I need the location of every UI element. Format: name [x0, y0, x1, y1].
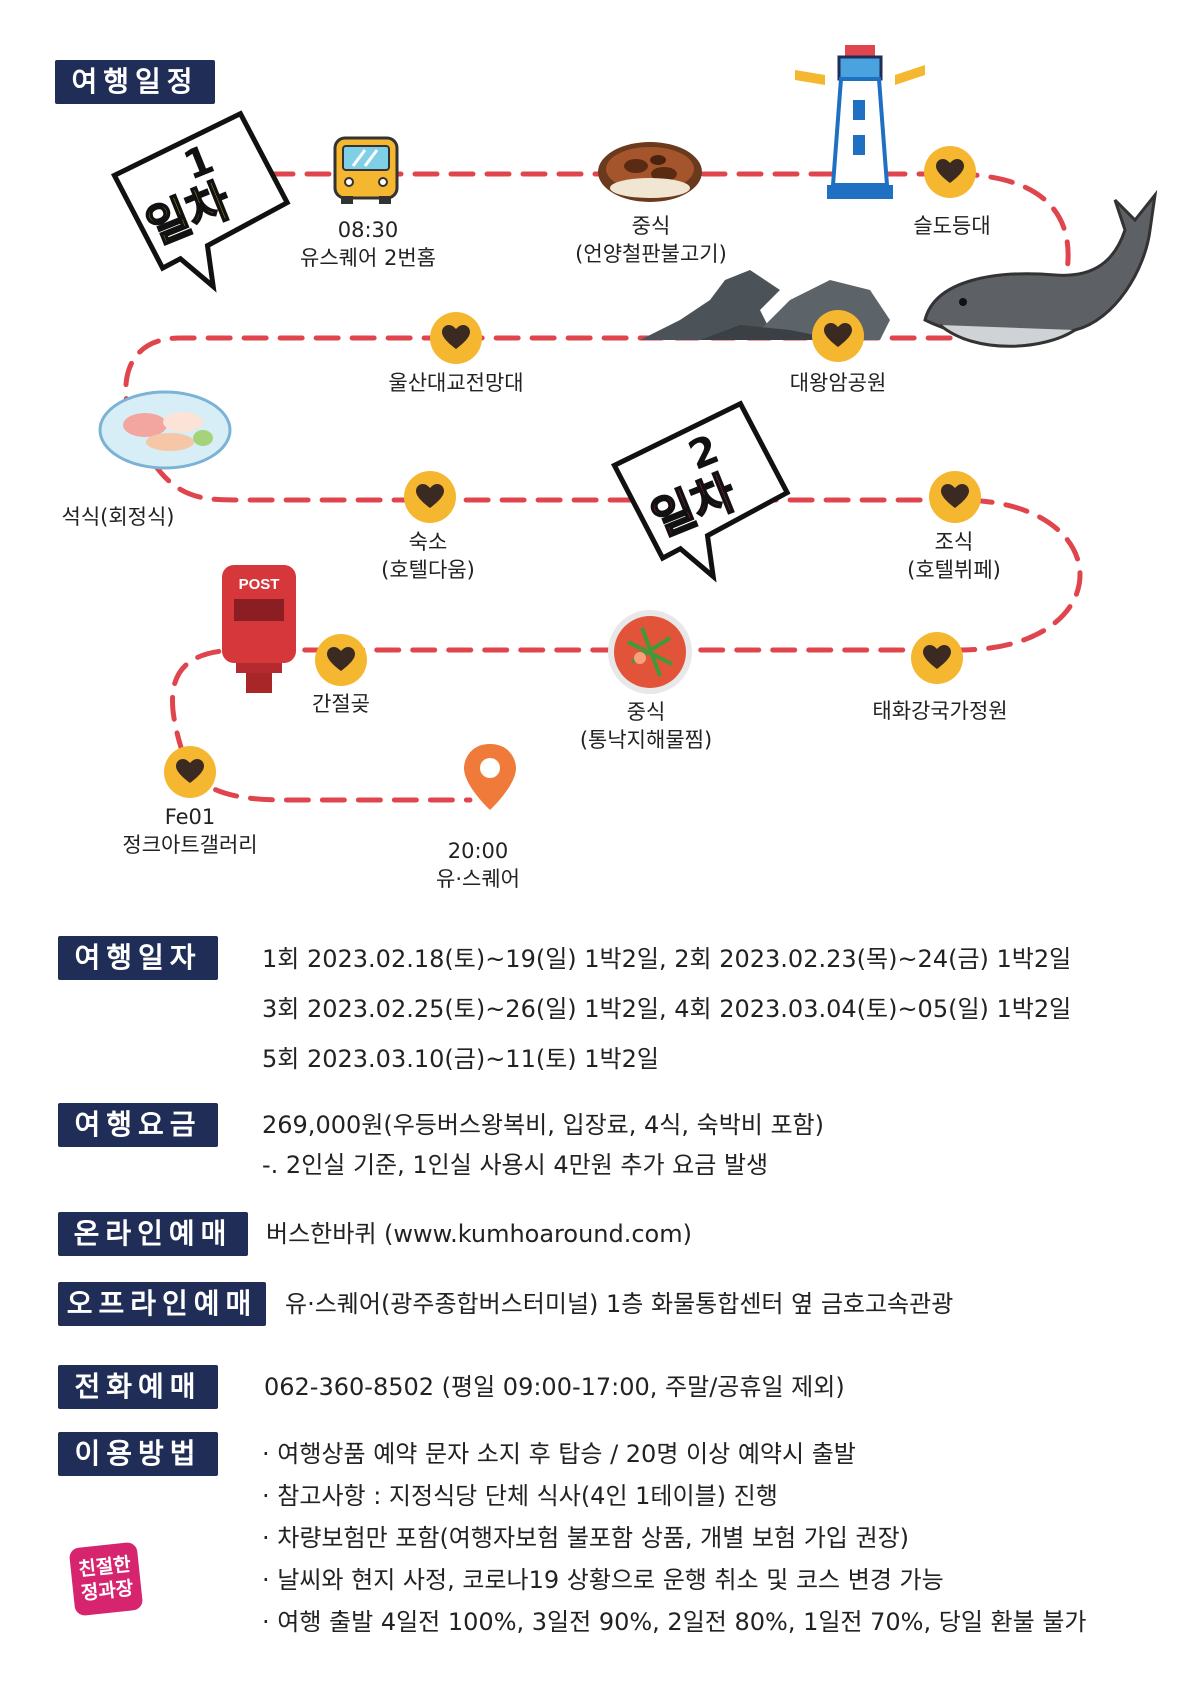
dates-label: 여행일자 — [58, 936, 218, 980]
stop-bus: 08:30 유스퀘어 2번홈 — [300, 218, 436, 270]
online-label: 온라인예매 — [58, 1212, 248, 1256]
heart-icon-daewangam — [812, 310, 864, 362]
usage-line-2: · 참고사항 : 지정식당 단체 식사(4인 1테이블) 진행 — [262, 1482, 778, 1510]
dates-line-3: 5회 2023.03.10(금)~11(토) 1박2일 — [262, 1045, 659, 1073]
mailbox-text: POST — [239, 576, 280, 593]
fee-label: 여행요금 — [58, 1103, 218, 1147]
whale-icon — [923, 189, 1158, 348]
dates-line-1: 1회 2023.02.18(토)~19(일) 1박2일, 2회 2023.02.… — [262, 945, 1072, 973]
heart-icon-hotel — [404, 471, 456, 523]
stop-daewangam: 대왕암공원 — [789, 371, 887, 395]
phone-text: 062-360-8502 (평일 09:00-17:00, 주말/공휴일 제외) — [264, 1373, 845, 1401]
offline-text: 유·스퀘어(광주종합버스터미널) 1층 화물통합센터 옆 금호고속관광 — [285, 1290, 954, 1318]
stop-lighthouse: 슬도등대 — [913, 214, 991, 238]
octopus-stew-icon — [608, 610, 692, 694]
usage-line-4: · 날씨와 현지 사정, 코로나19 상황으로 운행 취소 및 코스 변경 가능 — [262, 1566, 944, 1594]
day1-bubble — [110, 110, 291, 293]
stop-gallery: Fe01 정크아트갤러리 — [122, 805, 258, 857]
lighthouse-icon — [795, 45, 925, 199]
heart-icon-breakfast — [929, 471, 981, 523]
stamp-logo: 친절한 정과장 — [68, 1541, 144, 1617]
heart-icon-bridge — [430, 312, 482, 364]
offline-label: 오프라인예매 — [58, 1282, 266, 1326]
heart-icon-garden — [911, 632, 963, 684]
bus-icon — [333, 136, 399, 204]
phone-label: 전화예매 — [58, 1365, 218, 1409]
location-pin-icon — [464, 744, 516, 810]
online-text: 버스한바퀴 (www.kumhoaround.com) — [266, 1220, 692, 1248]
fee-line-1: 269,000원(우등버스왕복비, 입장료, 4식, 숙박비 포함) — [262, 1111, 825, 1139]
route-map: POST — [98, 45, 1158, 810]
usage-line-1: · 여행상품 예약 문자 소지 후 탑승 / 20명 이상 예약시 출발 — [262, 1440, 856, 1468]
usage-line-5: · 여행 출발 4일전 100%, 3일전 90%, 2일전 80%, 1일전 … — [262, 1608, 1087, 1636]
mailbox-icon: POST — [222, 565, 296, 693]
bulgogi-dish-icon — [598, 142, 702, 202]
usage-label: 이용방법 — [58, 1432, 218, 1476]
usage-line-3: · 차량보험만 포함(여행자보험 불포함 상품, 개별 보험 가입 권장) — [262, 1524, 910, 1552]
stop-dinner: 석식(회정식) — [61, 505, 175, 529]
schedule-title: 여행일정 — [55, 60, 215, 104]
stop-breakfast: 조식 (호텔뷔페) — [907, 530, 1001, 582]
day2-bubble — [610, 400, 791, 583]
stop-bridge: 울산대교전망대 — [388, 371, 524, 395]
stop-lunch1: 중식 (언양철판불고기) — [575, 214, 727, 266]
stop-end: 20:00 유·스퀘어 — [436, 839, 520, 891]
stop-garden: 태화강국가정원 — [872, 699, 1008, 723]
heart-icon-lighthouse — [924, 146, 976, 198]
heart-icon-ganjeolgot — [315, 634, 367, 686]
heart-icon-gallery — [164, 746, 216, 798]
dates-line-2: 3회 2023.02.25(토)~26(일) 1박2일, 4회 2023.03.… — [262, 995, 1072, 1023]
stop-lunch2: 중식 (통낙지해물찜) — [579, 700, 713, 752]
stop-ganjeolgot: 간절곶 — [312, 692, 370, 716]
fee-line-2: -. 2인실 기준, 1인실 사용시 4만원 추가 요금 발생 — [262, 1151, 769, 1179]
stop-hotel: 숙소 (호텔다움) — [381, 530, 475, 582]
sashimi-platter-icon — [98, 390, 232, 470]
